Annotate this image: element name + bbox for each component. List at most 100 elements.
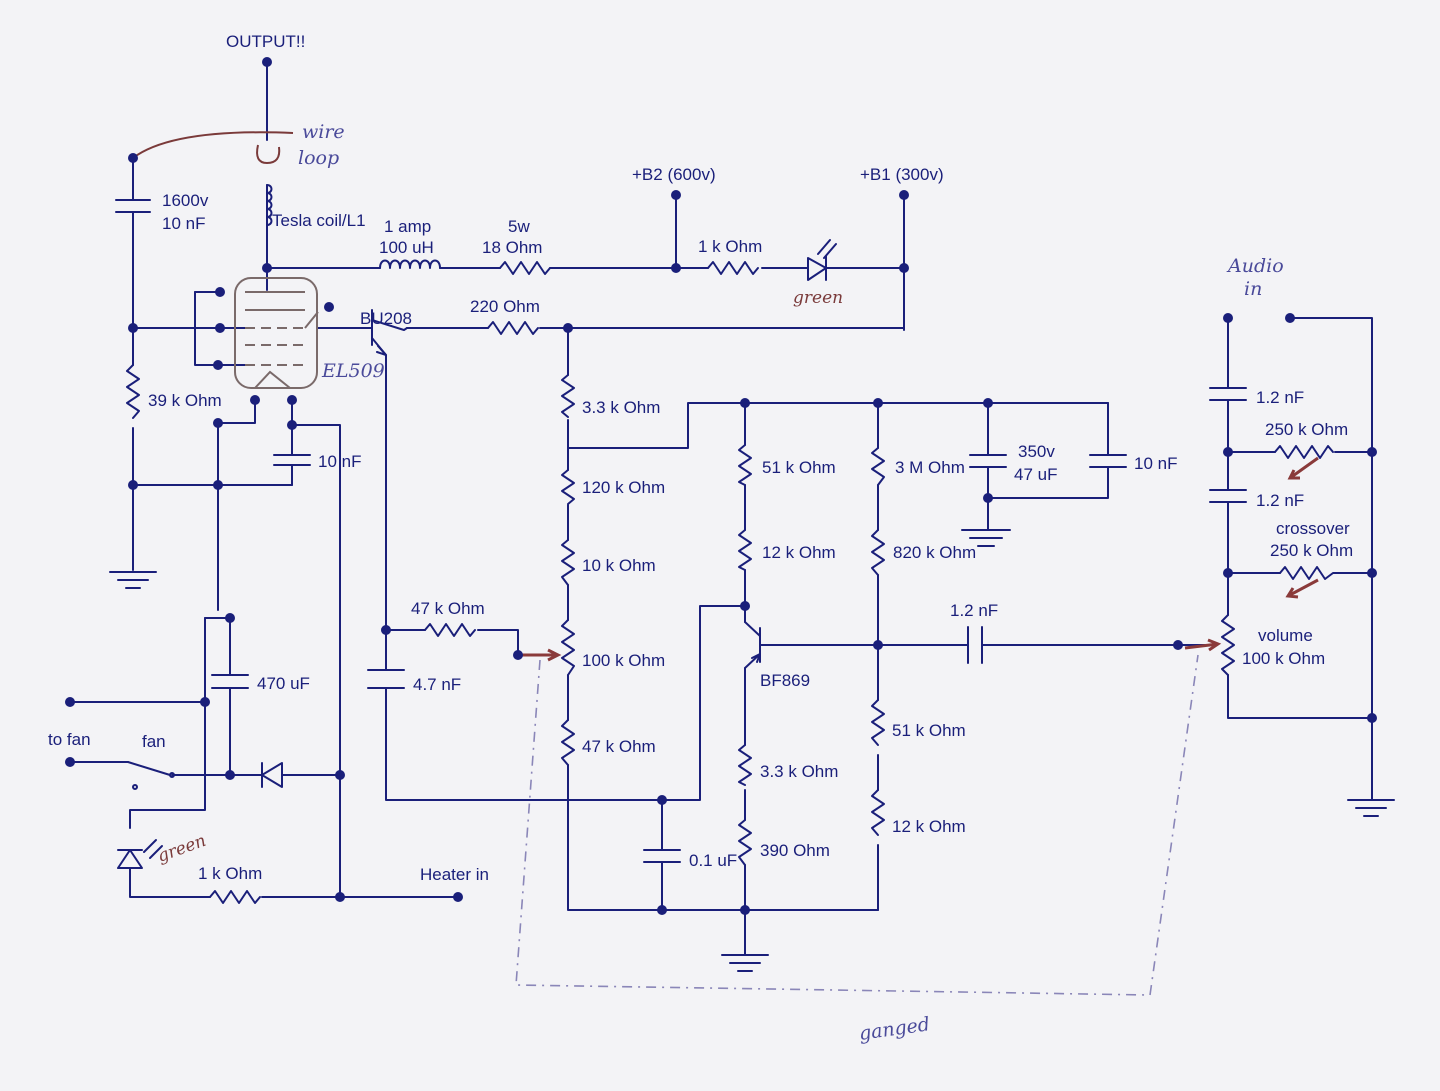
ohm18-label: 18 Ohm	[482, 238, 542, 257]
resistor-47k-left	[424, 623, 476, 637]
k47-left-label: 47 k Ohm	[411, 599, 485, 618]
heater-in-label: Heater in	[420, 865, 489, 884]
capacitor-1-2nf-coupling	[967, 626, 983, 664]
k1-bottom-label: 1 k Ohm	[198, 864, 262, 883]
fan-label: fan	[142, 732, 166, 751]
ground-tube	[109, 571, 157, 589]
resistor-51k-b	[871, 699, 885, 746]
c10nf-top-label: 10 nF	[162, 214, 205, 233]
nf12-coupling-label: 1.2 nF	[950, 601, 998, 620]
crossover-label: crossover	[1276, 519, 1350, 538]
bu208-label: BU208	[360, 309, 412, 328]
c1600v-label: 1600v	[162, 191, 209, 210]
resistor-1k-led	[707, 261, 759, 275]
capacitor-0-1uf	[643, 849, 681, 863]
resistor-12k-b	[871, 789, 885, 836]
resistor-3-3k-top	[561, 374, 575, 418]
nf12-a-label: 1.2 nF	[1256, 388, 1304, 407]
resistor-47k-bottom	[561, 719, 575, 766]
resistor-120k	[561, 469, 575, 505]
capacitor-1600v-10nf	[115, 199, 151, 213]
el509-tube	[234, 277, 319, 389]
uh-100-label: 100 uH	[379, 238, 434, 257]
capacitor-350v-47uf	[969, 454, 1007, 468]
b2-label: +B2 (600v)	[632, 165, 716, 184]
resistor-220-ohm	[487, 321, 539, 335]
junction-dots	[65, 57, 1377, 915]
volume-label: volume	[1258, 626, 1313, 645]
resistor-12k-a	[738, 529, 752, 571]
loop-label: loop	[298, 147, 339, 169]
k120-label: 120 k Ohm	[582, 478, 665, 497]
wire-label: wire	[302, 121, 345, 143]
potentiometer-250k-a	[1274, 445, 1334, 480]
k12-a-label: 12 k Ohm	[762, 543, 836, 562]
k250-a-label: 250 k Ohm	[1265, 420, 1348, 439]
ohm220-label: 220 Ohm	[470, 297, 540, 316]
fan-switch	[127, 761, 175, 790]
nf12-b-label: 1.2 nF	[1256, 491, 1304, 510]
green-bottom-label: green	[155, 831, 209, 867]
resistor-820k	[871, 529, 885, 576]
k33-top-label: 3.3 k Ohm	[582, 398, 660, 417]
k10-label: 10 k Ohm	[582, 556, 656, 575]
output-label: OUTPUT!!	[226, 32, 305, 51]
k12-b-label: 12 k Ohm	[892, 817, 966, 836]
to-fan-label: to fan	[48, 730, 91, 749]
k51-a-label: 51 k Ohm	[762, 458, 836, 477]
ground-bf869	[721, 954, 769, 972]
capacitor-10nf-tube	[273, 454, 311, 466]
diode-heater	[261, 762, 283, 788]
uf47-label: 47 uF	[1014, 465, 1057, 484]
labels: OUTPUT!! wire loop 1600v 10 nF Tesla coi…	[48, 32, 1353, 1045]
potentiometer-250k-b	[1279, 566, 1339, 599]
bf869-label: BF869	[760, 671, 810, 690]
resistor-18-ohm	[499, 261, 551, 275]
k39-label: 39 k Ohm	[148, 391, 222, 410]
m3-label: 3 M Ohm	[895, 458, 965, 477]
bu208-transistor	[337, 309, 408, 361]
capacitor-10nf-right	[1089, 454, 1127, 468]
k51-b-label: 51 k Ohm	[892, 721, 966, 740]
capacitor-1-2nf-b	[1209, 489, 1247, 503]
capacitor-470uf	[211, 674, 249, 689]
uf01-label: 0.1 uF	[689, 851, 737, 870]
k1-top-label: 1 k Ohm	[698, 237, 762, 256]
resistor-3m	[871, 447, 885, 486]
inductor-100uh	[379, 259, 441, 269]
c10nf-right-label: 10 nF	[1134, 454, 1177, 473]
in-label: in	[1244, 278, 1262, 300]
potentiometer-100k	[522, 619, 575, 676]
wire-loop	[132, 131, 294, 165]
k100-label: 100 k Ohm	[582, 651, 665, 670]
k47-bottom-label: 47 k Ohm	[582, 737, 656, 756]
led-green-top	[807, 239, 837, 281]
ganged-link	[515, 654, 1199, 996]
resistor-390-ohm	[738, 819, 752, 866]
ohm390-label: 390 Ohm	[760, 841, 830, 860]
k820-label: 820 k Ohm	[893, 543, 976, 562]
resistor-1k-heater	[209, 890, 261, 904]
nf47-label: 4.7 nF	[413, 675, 461, 694]
v350-label: 350v	[1018, 442, 1055, 461]
ganged-label: ganged	[858, 1013, 932, 1045]
c10nf-mid-label: 10 nF	[318, 452, 361, 471]
k33-emitter-label: 3.3 k Ohm	[760, 762, 838, 781]
k100-volume-label: 100 k Ohm	[1242, 649, 1325, 668]
capacitor-1-2nf-a	[1209, 387, 1247, 401]
resistor-3-3k-emitter	[738, 744, 752, 786]
amp-1-label: 1 amp	[384, 217, 431, 236]
green-top-label: green	[793, 288, 843, 308]
w5-label: 5w	[508, 217, 530, 236]
resistor-51k-a	[738, 444, 752, 486]
tesla-coil-label: Tesla coil/L1	[272, 211, 366, 230]
led-green-bottom	[117, 839, 163, 869]
bf869-transistor	[744, 621, 761, 669]
ground-filter	[961, 529, 1011, 547]
resistor-39k	[126, 364, 140, 419]
b1-label: +B1 (300v)	[860, 165, 944, 184]
capacitor-4-7nf	[367, 669, 405, 689]
ground-audio	[1347, 799, 1395, 817]
potentiometer-volume-100k	[1184, 614, 1235, 676]
